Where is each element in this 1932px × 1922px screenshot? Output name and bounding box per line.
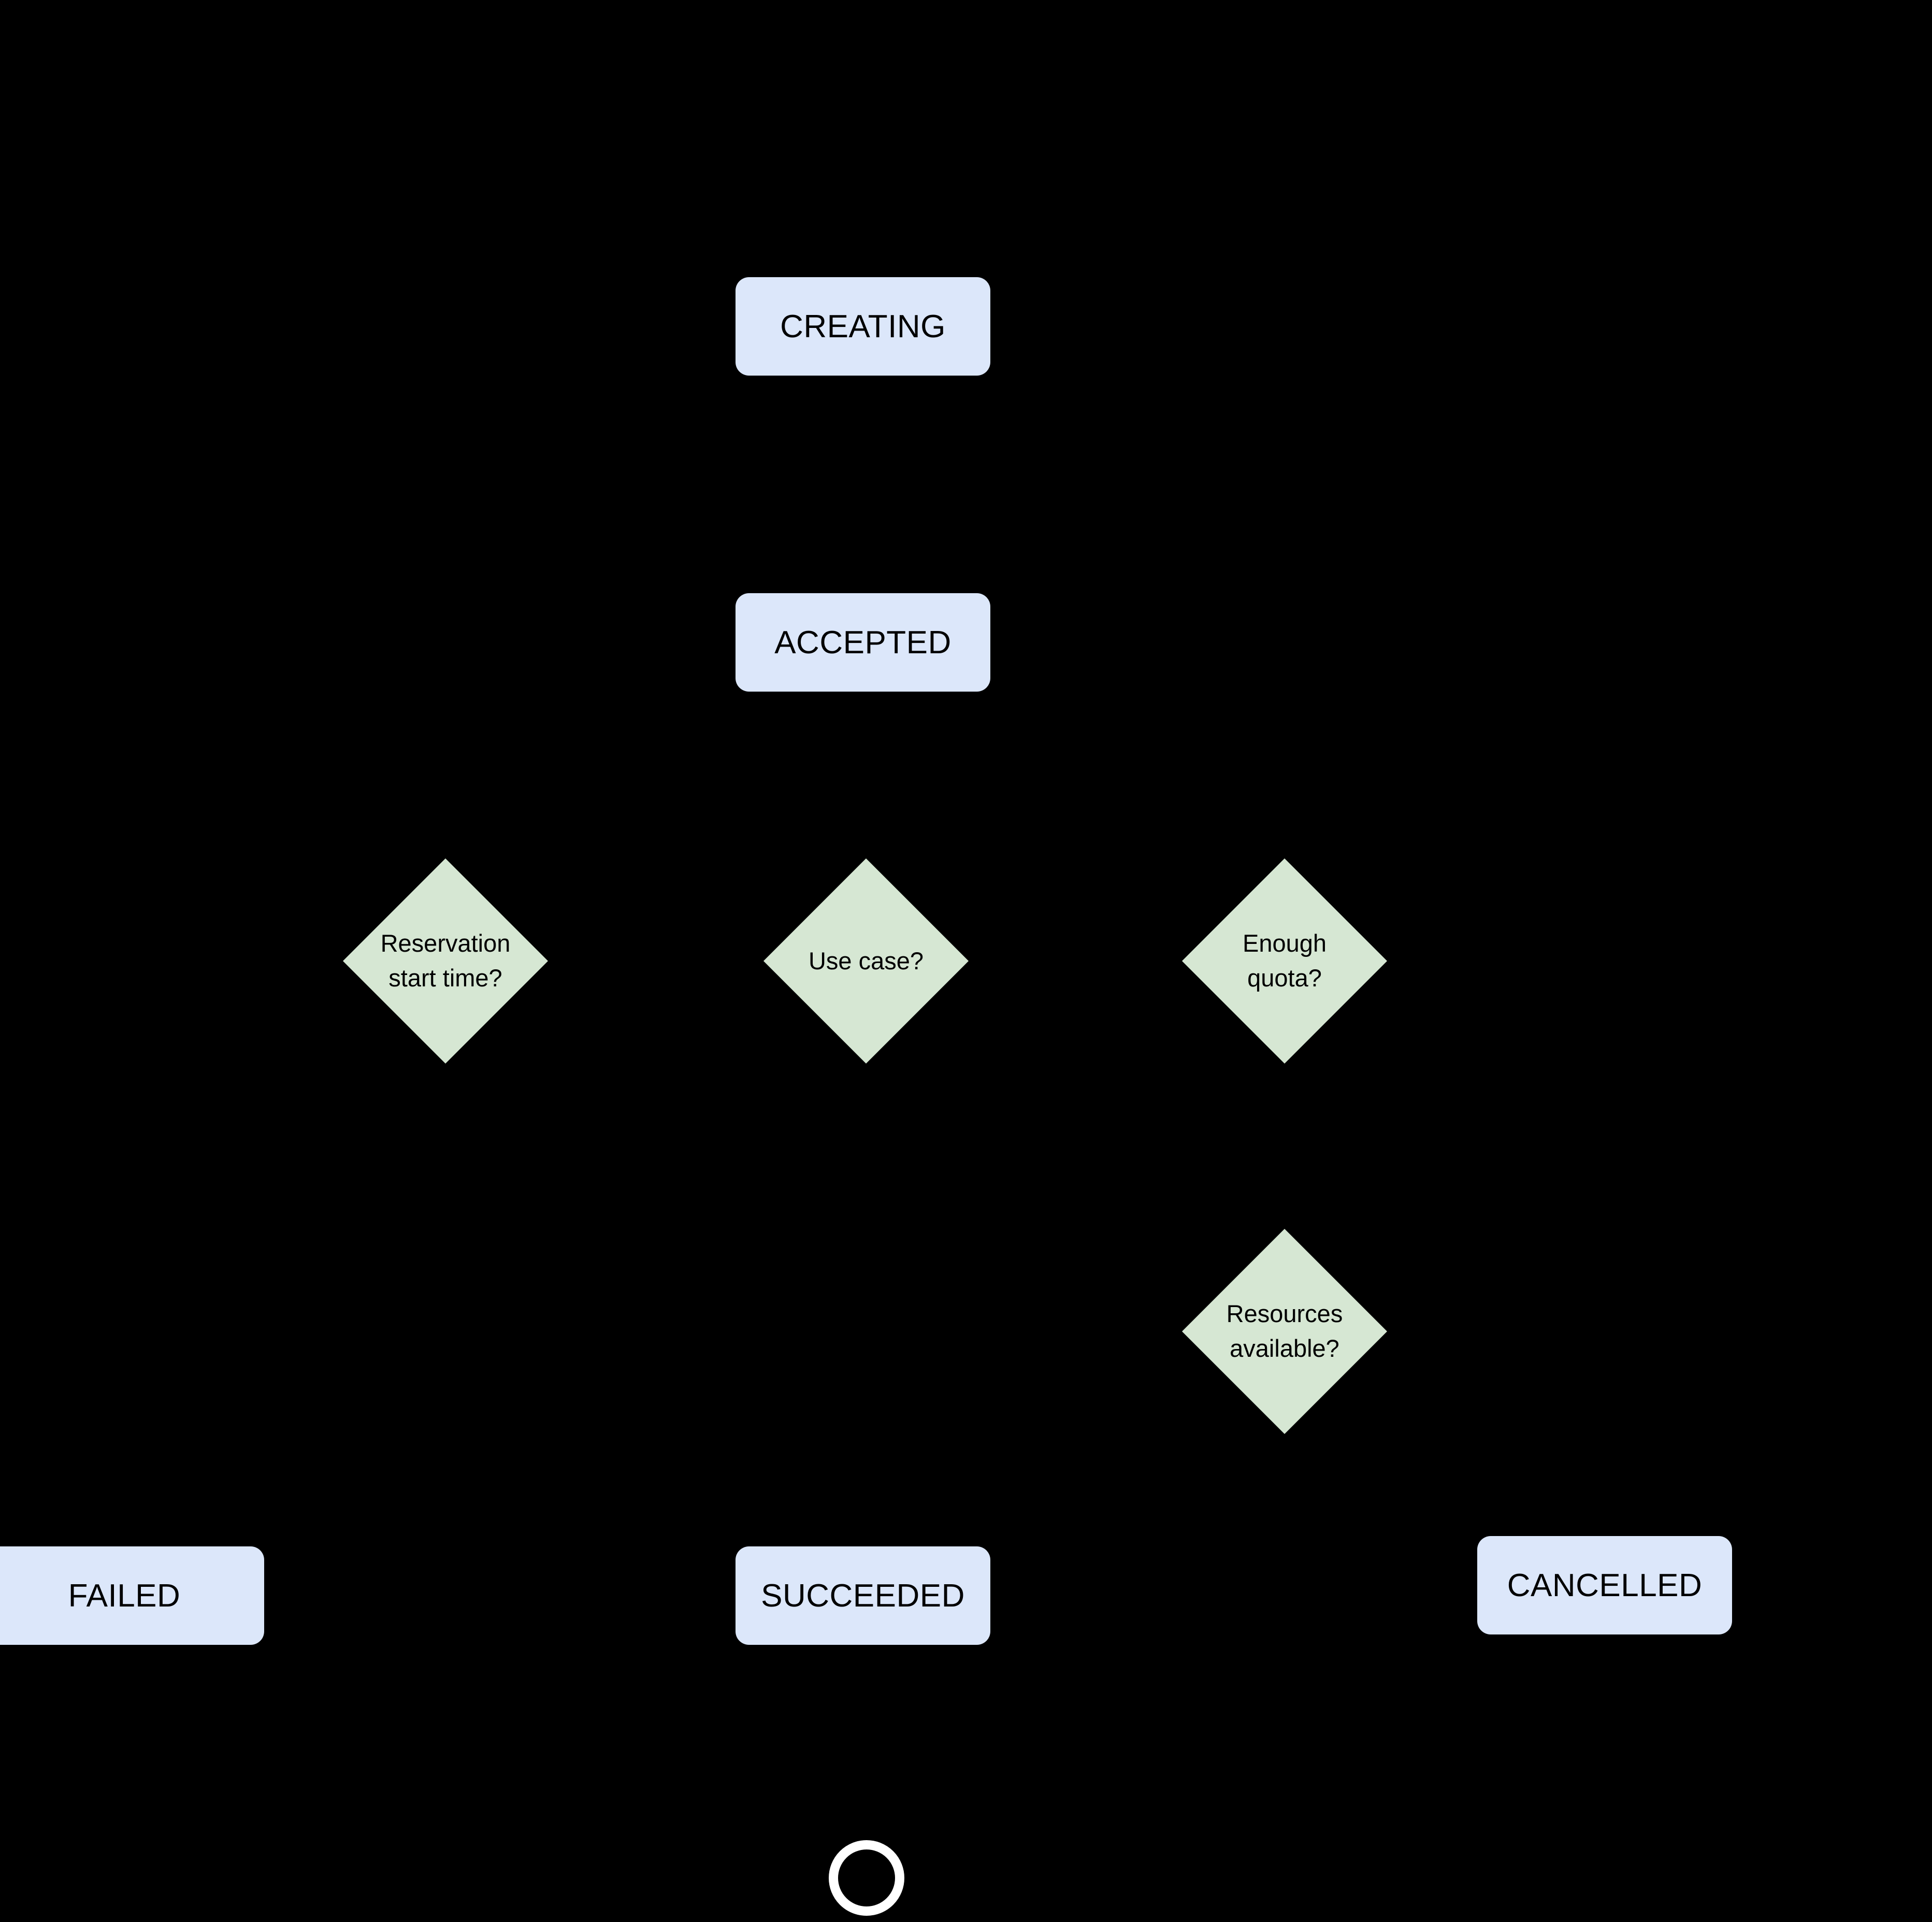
decision-node-reservation-start-time[interactable]: Reservation start time? [343, 858, 548, 1064]
decision-label-reservation-start-time: Reservation start time? [380, 929, 511, 992]
state-node-cancelled[interactable]: CANCELLED [1477, 1536, 1732, 1634]
state-node-accepted[interactable]: ACCEPTED [736, 593, 990, 692]
decision-node-use-case[interactable]: Use case? [763, 858, 969, 1064]
edge-resources-to-cancelled [1282, 1440, 1481, 1593]
edge-creating-to-accepted [857, 376, 875, 607]
edge-accepted-to-decisions [443, 692, 1287, 850]
state-node-succeeded[interactable]: SUCCEEDED [736, 1546, 990, 1645]
decision-label-resources-available: Resources available? [1226, 1300, 1343, 1362]
edge-reservation-start-time-to-failed [269, 1072, 448, 1593]
decision-label-enough-quota: Enough quota? [1242, 929, 1327, 992]
decision-node-enough-quota[interactable]: Enough quota? [1182, 858, 1387, 1064]
end-node-circle[interactable] [829, 1840, 904, 1916]
state-node-failed[interactable]: FAILED [0, 1546, 264, 1645]
decision-label-use-case: Use case? [808, 946, 924, 974]
state-node-creating[interactable]: CREATING [736, 277, 990, 376]
decision-node-resources-available[interactable]: Resources available? [1182, 1229, 1387, 1434]
